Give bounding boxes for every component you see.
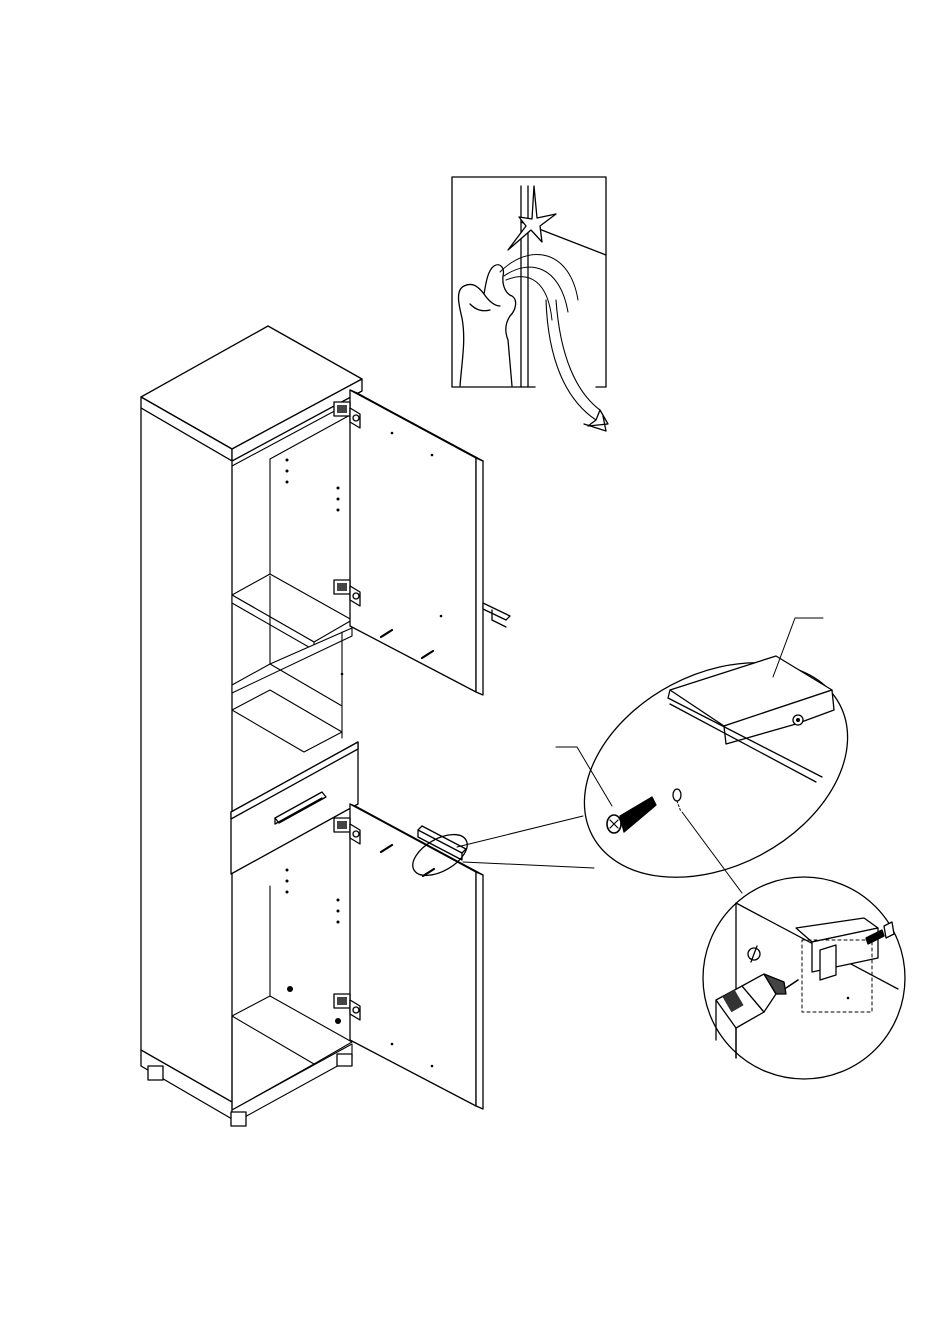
drawer xyxy=(231,742,358,874)
snap-off-screw-tip-inset xyxy=(452,177,608,431)
handle-screw-detail-inset xyxy=(457,618,885,920)
upper-door xyxy=(334,390,510,695)
drill-fixing-detail-inset xyxy=(703,877,905,1079)
lower-door xyxy=(334,804,483,1109)
cabinet xyxy=(141,326,362,1126)
cabinet-left-panel xyxy=(141,408,232,1119)
